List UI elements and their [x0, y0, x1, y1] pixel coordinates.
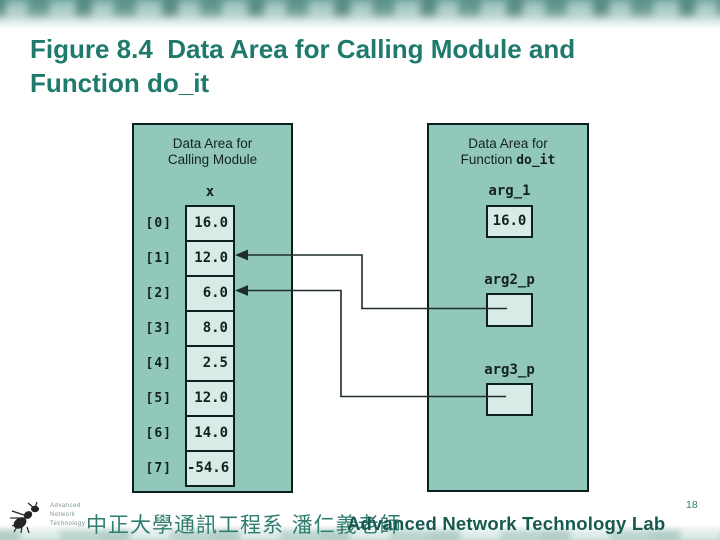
arg2p-pointer-box [486, 293, 533, 327]
array-index-label: [7] [145, 461, 172, 476]
arg1-label: arg_1 [488, 183, 531, 199]
arg3p-pointer-box [486, 383, 533, 416]
array-index-label: [2] [145, 286, 172, 301]
page-title-line2: Function do_it [30, 68, 210, 98]
page-title-line1: Figure 8.4 Data Area for Calling Module … [30, 34, 576, 64]
array-index-label: [0] [145, 216, 172, 231]
arg1-value-box: 16.0 [486, 205, 533, 238]
array-index-label: [3] [145, 321, 172, 336]
array-cell: 12.0 [185, 380, 235, 417]
array-index-label: [5] [145, 391, 172, 406]
array-cell: 12.0 [185, 240, 235, 277]
page-title: Figure 8.4 Data Area for Calling Module … [30, 32, 700, 100]
array-index-label: [6] [145, 426, 172, 441]
lab-footer-text: Advanced Network Technology Lab [347, 513, 666, 534]
page-number: 18 [686, 499, 698, 511]
array-cell: 8.0 [185, 310, 235, 347]
array-index-label: [1] [145, 251, 172, 266]
array-name-label: x [205, 184, 215, 200]
bottom-banner-texture [0, 525, 720, 540]
arg2p-label: arg2_p [484, 272, 535, 288]
top-banner-texture [0, 0, 720, 32]
array-index-label: [4] [145, 356, 172, 371]
ant-logo-icon [10, 501, 39, 534]
array-cell: 16.0 [185, 205, 235, 242]
array-cell: 14.0 [185, 415, 235, 452]
array-cell: 6.0 [185, 275, 235, 312]
function-name: do_it [516, 153, 556, 168]
array-cell: -54.6 [185, 450, 235, 487]
arg3p-label: arg3_p [484, 362, 535, 378]
array-cell: 2.5 [185, 345, 235, 382]
dept-footer-text: 中正大學通訊工程系 潘仁義老師 [86, 513, 402, 537]
